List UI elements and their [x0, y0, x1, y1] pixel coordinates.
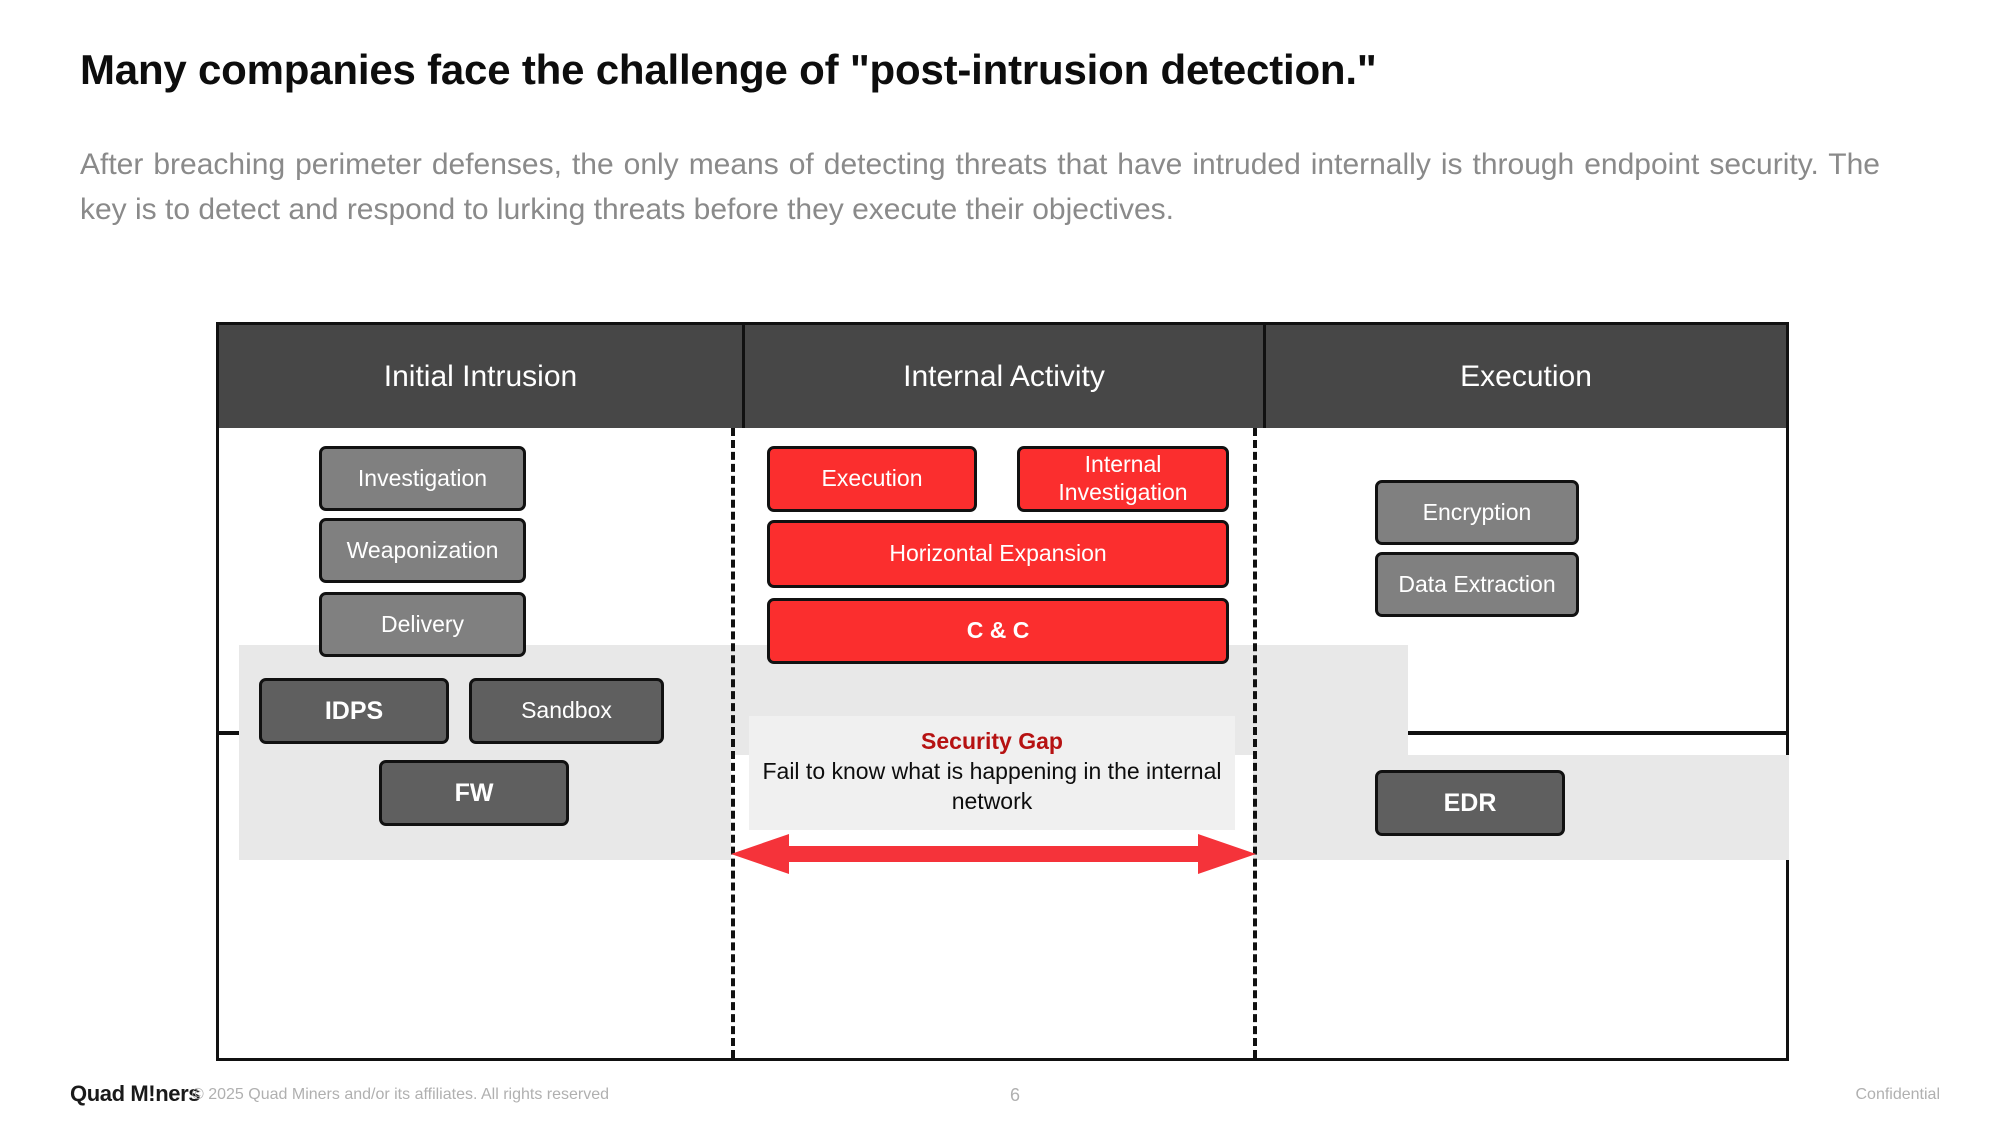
double-arrow-icon — [731, 834, 1256, 874]
node-weaponization[interactable]: Weaponization — [319, 518, 526, 583]
column-header-initial-intrusion: Initial Intrusion — [219, 325, 745, 428]
node-investigation[interactable]: Investigation — [319, 446, 526, 511]
slide-footer: Quad M!ners © 2025 Quad Miners and/or it… — [0, 1065, 2000, 1125]
node-sandbox[interactable]: Sandbox — [469, 678, 664, 744]
node-horizontal-expansion[interactable]: Horizontal Expansion — [767, 520, 1229, 588]
defense-row: IDPS Sandbox FW EDR Security Gap Fail to… — [219, 636, 1789, 1058]
page-number: 6 — [1010, 1085, 1021, 1105]
attack-activity-row: Investigation Weaponization Delivery Exe… — [219, 428, 1786, 735]
security-gap-title: Security Gap — [921, 728, 1063, 754]
node-fw[interactable]: FW — [379, 760, 569, 826]
column-header-internal-activity: Internal Activity — [745, 325, 1266, 428]
node-execution[interactable]: Execution — [767, 446, 977, 512]
node-internal-investigation-line2: Investigation — [1058, 479, 1188, 505]
copyright-text: © 2025 Quad Miners and/or its affiliates… — [192, 1086, 610, 1103]
node-data-extraction[interactable]: Data Extraction — [1375, 552, 1579, 617]
column-header-execution: Execution — [1460, 359, 1592, 393]
node-internal-investigation-line1: Internal — [1084, 451, 1162, 478]
diagram-header-row: Initial Intrusion Internal Activity Exec… — [219, 325, 1786, 428]
quad-miners-logo: Quad M!ners — [70, 1081, 201, 1106]
node-edr[interactable]: EDR — [1375, 770, 1565, 836]
dashed-divider-left — [731, 428, 735, 1058]
node-idps[interactable]: IDPS — [259, 678, 449, 744]
security-gap-callout: Security Gap Fail to know what is happen… — [749, 716, 1235, 830]
confidential-label: Confidential — [1855, 1086, 1941, 1103]
dashed-divider-right — [1253, 428, 1257, 1058]
node-delivery[interactable]: Delivery — [319, 592, 526, 657]
threat-lifecycle-diagram: Initial Intrusion Internal Activity Exec… — [216, 322, 1789, 1061]
node-encryption[interactable]: Encryption — [1375, 480, 1579, 545]
security-gap-description: Fail to know what is happening in the in… — [762, 758, 1222, 814]
node-internal-investigation[interactable]: Internal Investigation — [1017, 446, 1229, 512]
page-subtitle: After breaching perimeter defenses, the … — [80, 148, 1880, 226]
page-title: Many companies face the challenge of "po… — [80, 46, 1377, 93]
node-command-and-control[interactable]: C & C — [767, 598, 1229, 664]
